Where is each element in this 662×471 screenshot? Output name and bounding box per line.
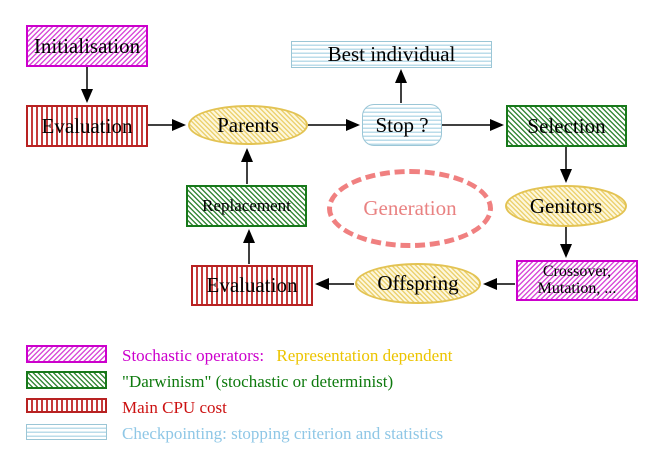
node-offspring: Offspring xyxy=(355,263,481,304)
generation-label: Generation xyxy=(363,196,457,220)
node-best-individual-label: Best individual xyxy=(327,42,456,67)
node-best-individual: Best individual xyxy=(291,41,492,68)
node-genitors-label: Genitors xyxy=(529,193,603,218)
legend-label-darwinism: "Darwinism" (stochastic or determinist) xyxy=(122,372,394,391)
node-initialisation-label: Initialisation xyxy=(33,33,141,58)
node-replacement: Replacement xyxy=(186,185,307,227)
node-parents: Parents xyxy=(188,105,308,145)
legend-swatch-cpu-cost xyxy=(26,398,107,413)
node-crossover-mutation: Crossover, Mutation, ... xyxy=(516,260,638,301)
node-selection-label: Selection xyxy=(527,113,606,138)
node-evaluation-top: Evaluation xyxy=(26,105,148,147)
node-parents-label: Parents xyxy=(217,112,279,137)
node-crossover-label-line1: Crossover, xyxy=(542,262,612,280)
node-stop: Stop ? xyxy=(362,104,442,146)
node-evaluation-bottom-label: Evaluation xyxy=(206,273,298,298)
node-initialisation: Initialisation xyxy=(26,25,148,67)
node-replacement-label: Replacement xyxy=(202,196,291,216)
generation-loop-ellipse: Generation xyxy=(327,169,493,248)
legend-swatch-darwinism xyxy=(26,371,107,389)
node-offspring-label: Offspring xyxy=(377,271,459,296)
legend-swatch-checkpointing xyxy=(26,424,107,440)
legend-text-representation: Representation dependent xyxy=(276,346,453,365)
node-crossover-label-line2: Mutation, ... xyxy=(537,279,617,297)
legend-label-stochastic-operators: Stochastic operators: Representation dep… xyxy=(122,347,452,364)
node-genitors: Genitors xyxy=(505,185,627,227)
node-stop-label: Stop ? xyxy=(375,112,429,137)
legend-label-checkpointing: Checkpointing: stopping criterion and st… xyxy=(122,424,444,443)
legend-text-stochastic: Stochastic operators: xyxy=(122,346,265,365)
node-evaluation-top-label: Evaluation xyxy=(41,113,133,138)
node-evaluation-bottom: Evaluation xyxy=(191,265,313,306)
legend-swatch-stochastic-operators xyxy=(26,345,107,363)
legend-label-cpu-cost: Main CPU cost xyxy=(122,398,227,417)
node-selection: Selection xyxy=(506,105,627,147)
